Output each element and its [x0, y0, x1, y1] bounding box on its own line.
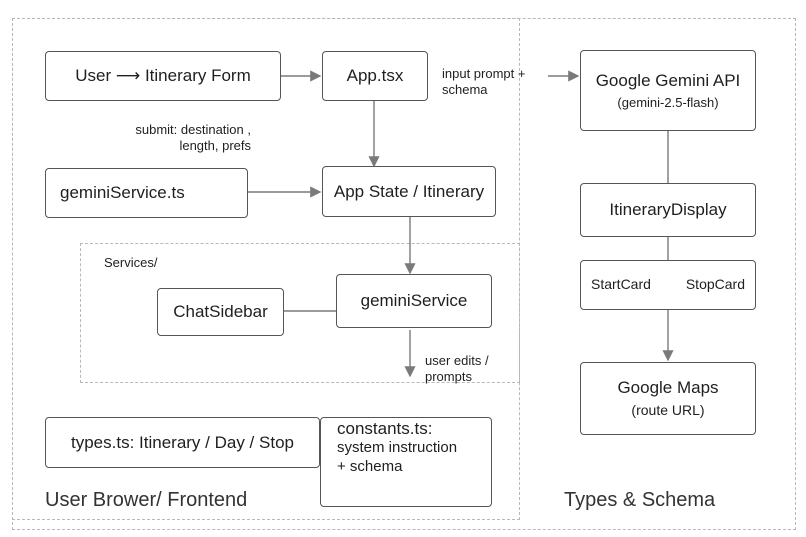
gemini-service-node: geminiService — [336, 274, 492, 328]
app-state-itinerary-label: App State / Itinerary — [333, 181, 485, 201]
app-tsx-label: App.tsx — [346, 66, 404, 86]
start-stop-card-node: StartCard StopCard — [580, 260, 756, 310]
constants-ts-node: constants.ts: system instruction + schem… — [320, 417, 492, 507]
itinerary-display-node: ItineraryDisplay — [580, 183, 756, 237]
user-itinerary-form-node: User ⟶ Itinerary Form — [45, 51, 281, 101]
submit-label: submit: destination , length, prefs — [117, 122, 251, 155]
user-edits-label: user edits / prompts — [425, 353, 489, 386]
services-frame — [80, 243, 520, 383]
gemini-service-label: geminiService — [360, 291, 468, 311]
gemini-service-ts-node: geminiService.ts — [45, 168, 248, 218]
input-prompt-label: input prompt + schema — [442, 66, 525, 99]
itinerary-display-label: ItineraryDisplay — [609, 200, 727, 220]
google-gemini-api-label: Google Gemini API — [595, 70, 741, 90]
chat-sidebar-label: ChatSidebar — [173, 302, 268, 322]
user-itinerary-form-label: User ⟶ Itinerary Form — [75, 66, 251, 86]
types-schema-section-title: Types & Schema — [564, 489, 716, 511]
types-ts-label: types.ts: Itinerary / Day / Stop — [71, 432, 294, 452]
google-maps-node: Google Maps (route URL) — [580, 362, 756, 435]
start-card-label: StartCard — [591, 276, 651, 293]
app-tsx-node: App.tsx — [322, 51, 428, 101]
input-prompt-line1: input prompt + — [442, 66, 526, 81]
google-gemini-api-model: (gemini-2.5-flash) — [617, 95, 719, 110]
types-ts-node: types.ts: Itinerary / Day / Stop — [45, 417, 320, 468]
user-edits-line1: user edits / — [425, 353, 489, 368]
google-maps-label: Google Maps — [617, 378, 719, 398]
chat-sidebar-node: ChatSidebar — [157, 288, 284, 336]
constants-ts-title: constants.ts: — [337, 419, 433, 438]
google-maps-sub-label: (route URL) — [631, 402, 705, 419]
google-gemini-api-node: Google Gemini API (gemini-2.5-flash) — [580, 50, 756, 131]
constants-ts-line3: + schema — [337, 458, 403, 475]
user-edits-line2: prompts — [425, 369, 472, 385]
input-prompt-line2: schema — [442, 82, 488, 98]
submit-line2: length, prefs — [179, 138, 251, 154]
stop-card-label: StopCard — [685, 276, 745, 293]
frontend-section-title: User Brower/ Frontend — [45, 489, 248, 511]
constants-ts-line2: system instruction — [337, 439, 458, 457]
gemini-service-ts-label: geminiService.ts — [60, 183, 185, 203]
services-label: Services/ — [104, 255, 158, 270]
submit-line1: submit: destination , — [135, 122, 251, 137]
app-state-itinerary-node: App State / Itinerary — [322, 166, 496, 217]
